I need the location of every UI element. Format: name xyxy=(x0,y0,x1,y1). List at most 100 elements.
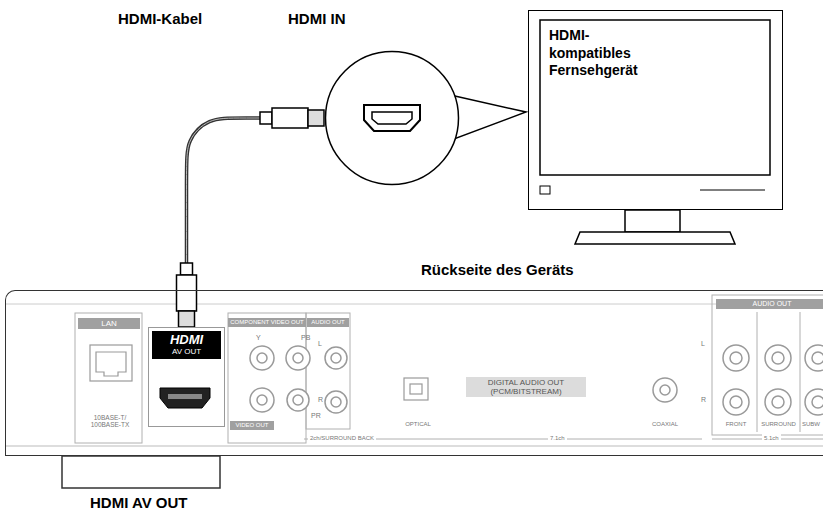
rca-jacks xyxy=(257,395,267,405)
rca-jacks xyxy=(293,353,303,363)
channel-label: FRONT xyxy=(717,421,755,428)
rca-jacks xyxy=(772,396,784,408)
port-name: LAN xyxy=(78,318,140,329)
port-name: VIDEO OUT xyxy=(230,421,274,430)
hdmi-plug xyxy=(177,275,197,311)
rca-jacks xyxy=(293,395,303,405)
rca-jacks xyxy=(723,345,749,371)
channel-label: R xyxy=(701,396,706,404)
hdmi-plug xyxy=(179,311,195,327)
rca-jacks xyxy=(250,346,274,370)
port-spec: 10BASE-T/ 100BASE-TX xyxy=(78,414,142,429)
rca-jacks xyxy=(331,397,341,407)
hdmi-port xyxy=(168,394,202,399)
device-foot xyxy=(62,456,220,488)
hdmi-cable xyxy=(177,108,325,327)
rca-jacks xyxy=(730,396,742,408)
cable-highlight xyxy=(187,118,325,327)
hdmi-port xyxy=(160,388,210,408)
cable-label: HDMI-Kabel xyxy=(118,10,202,27)
rca-jacks xyxy=(653,378,677,402)
rca-jacks xyxy=(723,389,749,415)
callout-circle: HDMI IN xyxy=(324,50,460,186)
panel-heading: Rückseite des Geräts xyxy=(421,261,574,278)
port-callout-label: HDMI AV OUT xyxy=(90,494,188,511)
rca-jacks xyxy=(257,353,267,363)
port-name: COMPONENT VIDEO OUT xyxy=(228,318,306,327)
panel-frames xyxy=(712,295,823,435)
panel-frames xyxy=(800,312,801,432)
rca-jacks xyxy=(286,346,310,370)
tv-figure xyxy=(700,190,765,191)
tv-figure xyxy=(540,20,770,175)
jack-label: Y xyxy=(256,334,261,342)
hdmi-port xyxy=(147,326,222,426)
hdmi-plug xyxy=(177,263,197,327)
hdmi-plug xyxy=(308,110,324,126)
channel-group: 7.1ch xyxy=(548,434,567,443)
channel-label: L xyxy=(701,340,705,348)
panel-frames xyxy=(306,313,350,429)
rca-jacks xyxy=(325,347,347,369)
lan-port xyxy=(90,345,132,381)
tv-figure xyxy=(625,210,680,232)
optical-port xyxy=(410,384,422,394)
hdmi-plug xyxy=(272,108,308,128)
lan-port xyxy=(90,345,132,381)
rca-jacks xyxy=(765,345,791,371)
panel-frames xyxy=(304,439,702,440)
jack-label: PR xyxy=(311,412,321,420)
rca-jacks xyxy=(805,389,823,415)
hdmi-port xyxy=(147,326,222,426)
panel-frames xyxy=(75,313,142,443)
port-name: AV OUT xyxy=(152,347,221,359)
hdmi-logo: HDMI xyxy=(152,331,221,347)
rca-jacks xyxy=(287,389,309,411)
rca-jacks xyxy=(765,389,791,415)
cable-line xyxy=(187,118,325,327)
panel-frames xyxy=(757,312,758,432)
hdmi-plug xyxy=(260,112,272,124)
rca-jacks xyxy=(805,345,823,371)
rca-jacks xyxy=(250,388,274,412)
tv-screen-box: HDMI- kompatibles Fernsehgerät xyxy=(528,10,783,210)
rca-jacks xyxy=(772,352,784,364)
device-foot xyxy=(6,446,823,447)
channel-label: L xyxy=(318,340,322,348)
port-name: AUDIO OUT xyxy=(307,318,349,327)
hdmi-output-section: HDMIAV OUT xyxy=(148,327,225,427)
optical-port xyxy=(404,378,428,400)
rca-jacks xyxy=(331,353,341,363)
hdmi-plug xyxy=(260,108,324,128)
port-name: OPTICAL xyxy=(396,421,440,428)
rca-jacks xyxy=(660,385,670,395)
channel-label: SUBW xyxy=(801,421,821,428)
channel-group: 5.1ch xyxy=(762,434,781,443)
hdmi-plug xyxy=(181,263,193,275)
tv-figure xyxy=(575,232,735,244)
channel-group: 2ch/SURROUND BACK xyxy=(308,434,376,443)
tv-figure xyxy=(540,20,770,244)
port-name: DIGITAL AUDIO OUT (PCM/BITSTREAM) xyxy=(466,377,586,397)
rca-jacks xyxy=(812,396,823,408)
callout-heading: HDMI IN xyxy=(288,10,346,27)
device-foot xyxy=(6,304,823,305)
hdmi-socket-icon xyxy=(364,105,420,131)
rca-jacks xyxy=(325,391,347,413)
channel-label: SURROUND xyxy=(758,421,799,428)
port-name: AUDIO OUT xyxy=(716,299,823,309)
port-name: COAXIAL xyxy=(640,421,690,428)
lan-port xyxy=(96,352,126,376)
panel-frames xyxy=(712,439,823,440)
device-name: HDMI- kompatibles Fernsehgerät xyxy=(549,27,661,80)
device-foot xyxy=(6,304,823,488)
panel-frames xyxy=(228,313,306,443)
rca-jacks xyxy=(250,345,823,415)
optical-port xyxy=(404,378,428,400)
channel-label: R xyxy=(318,396,323,404)
rca-jacks xyxy=(730,352,742,364)
tv-figure xyxy=(540,186,550,194)
device-rear-panel: Rückseite des GerätsHDMIAV OUT xyxy=(5,290,823,456)
rca-jacks xyxy=(812,352,823,364)
